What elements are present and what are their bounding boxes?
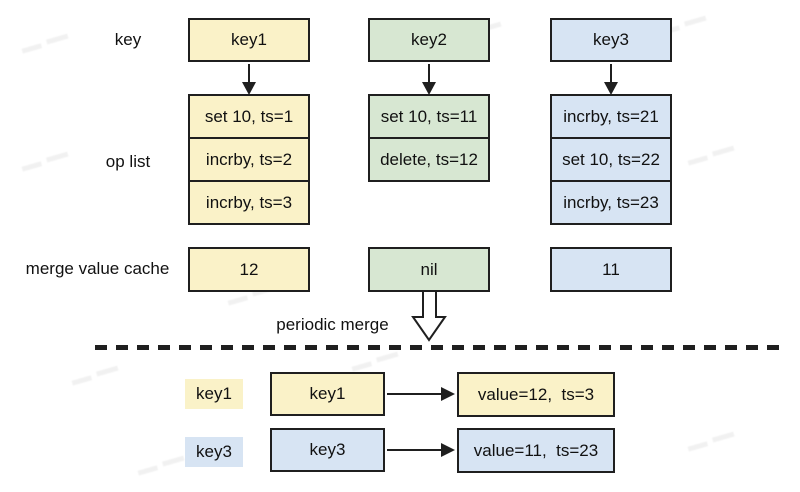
right-arrow-icon — [387, 449, 443, 451]
key1-tag: key1 — [185, 379, 243, 409]
down-arrow-icon — [248, 64, 250, 84]
key3-cache-box: 11 — [550, 247, 672, 292]
row-label-op-list: op list — [105, 152, 151, 171]
watermark — [687, 145, 737, 173]
key2-cache-box: nil — [368, 247, 490, 292]
op-item: incrby, ts=2 — [188, 137, 310, 182]
merged-key1-result-box: value=12, ts=3 — [457, 372, 615, 417]
op-item: incrby, ts=23 — [550, 180, 672, 225]
op-item: set 10, ts=22 — [550, 137, 672, 182]
key1-key-box: key1 — [188, 18, 310, 62]
op-item: set 10, ts=1 — [188, 94, 310, 139]
right-arrowhead-icon — [441, 443, 455, 457]
down-arrow-icon — [428, 64, 430, 84]
watermark — [137, 455, 187, 483]
key2-op-list: set 10, ts=11 delete, ts=12 — [368, 94, 490, 182]
key2-key-box: key2 — [368, 18, 490, 62]
merged-key1-box: key1 — [270, 372, 385, 416]
row-label-key: key — [114, 30, 142, 49]
watermark — [71, 365, 121, 393]
op-item: incrby, ts=21 — [550, 94, 672, 139]
watermark — [21, 151, 71, 179]
dashed-divider — [95, 345, 785, 350]
op-item: delete, ts=12 — [368, 137, 490, 182]
down-arrow-icon — [610, 64, 612, 84]
key1-cache-box: 12 — [188, 247, 310, 292]
row-label-merge-value-cache: merge value cache — [25, 259, 170, 278]
op-item: incrby, ts=3 — [188, 180, 310, 225]
watermark — [21, 33, 71, 61]
watermark — [687, 431, 737, 459]
down-arrowhead-icon — [422, 82, 436, 95]
key3-tag: key3 — [185, 437, 243, 467]
merged-key3-result-box: value=11, ts=23 — [457, 428, 615, 473]
op-item: set 10, ts=11 — [368, 94, 490, 139]
key1-op-list: set 10, ts=1 incrby, ts=2 incrby, ts=3 — [188, 94, 310, 225]
right-arrowhead-icon — [441, 387, 455, 401]
right-arrow-icon — [387, 393, 443, 395]
down-arrowhead-icon — [604, 82, 618, 95]
hollow-down-arrow-icon — [411, 290, 447, 342]
down-arrowhead-icon — [242, 82, 256, 95]
merged-key3-box: key3 — [270, 428, 385, 472]
periodic-merge-label: periodic merge — [276, 315, 389, 334]
key3-op-list: incrby, ts=21 set 10, ts=22 incrby, ts=2… — [550, 94, 672, 225]
key3-key-box: key3 — [550, 18, 672, 62]
